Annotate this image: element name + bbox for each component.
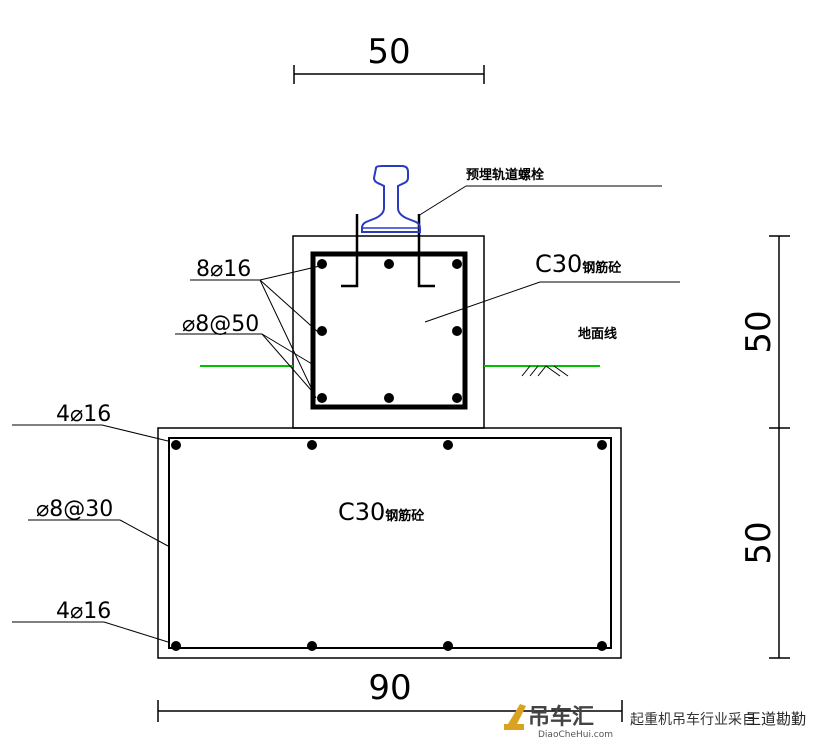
lower-bottom-bars-callout: 4⌀16 [12,599,169,643]
upper-stirrup-cage [310,251,468,410]
rebar-dot [317,326,327,336]
upper-top-bars-label: 8⌀16 [196,257,251,282]
lower-top-bars-callout: 4⌀16 [12,402,169,442]
watermark-author: 王道勘勤 [746,710,806,728]
upper-stirrup-callout: ⌀8@50 [175,312,313,391]
watermark-brand: 吊车汇 [528,704,594,730]
rebar-dot [597,440,607,450]
rail-anchor-bolts [341,214,435,288]
rebar-dot [443,641,453,651]
rebar-dot [171,440,181,450]
upper-stirrup-label: ⌀8@50 [182,312,259,337]
upper-concrete-callout: C30钢筋砼 [424,250,680,323]
rebar-dot [317,259,327,269]
rebar-dot [171,641,181,651]
lower-stirrup-label: ⌀8@30 [36,497,113,522]
upper-rebar-group [317,259,462,403]
lower-footing-outline [157,427,622,659]
bottom-dimension-value: 90 [368,668,411,708]
rebar-dot [317,393,327,403]
lower-concrete-label: C30钢筋砼 [338,498,425,526]
rebar-dot [384,393,394,403]
rebar-dot [452,393,462,403]
rail-profile [361,165,421,233]
upper-top-bars-callout: 8⌀16 [190,257,321,399]
right-dimension: 50 50 [739,235,790,659]
lower-bottom-bars-label: 4⌀16 [56,599,111,624]
watermark-tag: 起重机吊车行业采自 [630,711,756,728]
rebar-dot [307,641,317,651]
upper-concrete-label: C30钢筋砼 [535,250,622,278]
ground-line [200,365,600,377]
right-upper-dimension-value: 50 [739,310,779,353]
crane-logo-icon [504,704,526,730]
bottom-dimension: 90 [157,668,623,722]
rebar-dot [452,259,462,269]
rail-label-callout: 预埋轨道螺栓 [417,167,662,217]
top-dimension-value: 50 [367,32,410,72]
rebar-dot [384,259,394,269]
top-dimension: 50 [293,32,485,84]
watermark-site: DiaoCheHui.com [538,730,613,740]
rebar-dot [443,440,453,450]
lower-top-bars-label: 4⌀16 [56,402,111,427]
lower-rebar-group [171,440,607,651]
rail-label: 预埋轨道螺栓 [466,167,544,183]
watermark: 吊车汇 DiaoCheHui.com 起重机吊车行业采自 王道勘勤 [504,704,806,740]
rebar-dot [307,440,317,450]
right-lower-dimension-value: 50 [739,521,779,564]
lower-stirrup-callout: ⌀8@30 [28,497,169,547]
lower-stirrup-cage [168,437,612,649]
rebar-dot [597,641,607,651]
ground-label: 地面线 [578,326,617,342]
rebar-dot [452,326,462,336]
